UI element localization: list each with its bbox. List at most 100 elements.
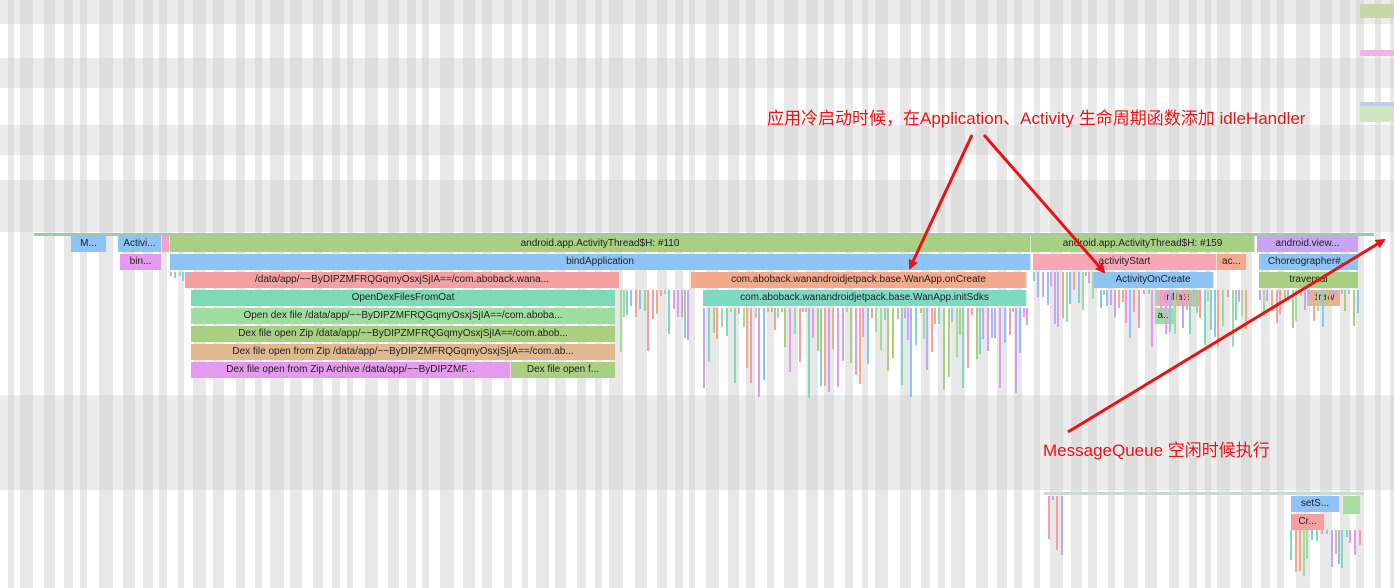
small-slice[interactable] [1106,290,1108,306]
small-slice[interactable] [1357,290,1359,313]
small-slice[interactable] [1054,272,1056,324]
small-slice[interactable] [703,308,705,388]
small-slice[interactable] [1313,290,1315,321]
small-slice[interactable] [846,308,848,312]
small-slice[interactable] [1308,290,1310,299]
small-slice[interactable] [959,308,961,335]
small-slice[interactable] [1156,290,1158,306]
small-slice[interactable] [681,290,683,317]
small-slice[interactable] [1138,290,1140,328]
small-slice[interactable] [743,308,745,327]
small-slice[interactable] [758,308,760,397]
small-slice[interactable] [859,308,861,384]
small-slice[interactable] [170,272,172,276]
small-slice[interactable] [656,290,658,314]
small-slice[interactable] [1329,290,1331,302]
small-slice[interactable] [623,290,625,317]
slice-activity[interactable]: Activi... [118,236,162,252]
small-slice[interactable] [962,308,964,388]
small-slice[interactable] [1062,272,1064,318]
small-slice[interactable] [1341,530,1343,568]
small-slice[interactable] [884,308,886,320]
small-slice[interactable] [1359,530,1361,545]
small-slice[interactable] [1344,290,1346,311]
small-slice[interactable] [948,308,950,377]
slice-m[interactable]: M... [71,236,107,252]
small-slice[interactable] [1133,290,1135,312]
small-slice[interactable] [1348,290,1350,294]
small-slice[interactable] [1341,290,1343,294]
small-slice[interactable] [1048,496,1050,539]
small-slice[interactable] [1193,290,1195,307]
small-slice[interactable] [837,308,839,387]
small-slice[interactable] [1151,290,1153,347]
small-slice[interactable] [1311,530,1313,540]
small-slice[interactable] [774,308,776,330]
small-slice[interactable] [1069,272,1071,304]
slice-activitythread-159[interactable]: android.app.ActivityThread$H: #159 [1031,236,1255,252]
small-slice[interactable] [824,308,826,386]
small-slice[interactable] [1042,272,1044,297]
small-slice[interactable] [1271,290,1273,311]
small-slice[interactable] [1232,290,1234,347]
small-slice[interactable] [1354,530,1356,555]
small-slice[interactable] [767,308,769,312]
small-slice[interactable] [931,308,933,352]
small-slice[interactable] [750,308,752,383]
small-slice[interactable] [808,308,810,398]
small-slice[interactable] [1353,290,1355,326]
small-slice[interactable] [1026,308,1028,325]
small-slice[interactable] [1019,308,1021,353]
small-slice[interactable] [1009,308,1011,335]
small-slice[interactable] [708,308,710,362]
small-slice[interactable] [1165,290,1167,334]
small-slice[interactable] [777,308,779,318]
small-slice[interactable] [794,308,796,334]
small-slice[interactable] [1304,290,1306,310]
small-slice[interactable] [716,308,718,339]
small-slice[interactable] [182,272,184,281]
small-slice[interactable] [187,272,189,276]
small-slice[interactable] [746,308,748,368]
small-slice[interactable] [1177,290,1179,305]
small-slice[interactable] [979,308,981,354]
slice-android-view[interactable]: android.view... [1257,236,1359,252]
small-slice[interactable] [1148,290,1150,294]
small-slice[interactable] [1047,272,1049,305]
small-slice[interactable] [1196,290,1198,313]
small-slice[interactable] [1276,290,1278,323]
small-slice[interactable] [713,308,715,333]
small-slice[interactable] [1207,290,1209,301]
small-slice[interactable] [763,308,765,380]
small-slice[interactable] [1052,496,1054,500]
small-slice[interactable] [1204,290,1206,345]
small-slice[interactable] [647,290,649,351]
small-slice[interactable] [1085,272,1087,276]
small-slice[interactable] [999,308,1001,388]
small-slice[interactable] [1114,290,1116,317]
small-slice[interactable] [850,308,852,363]
small-slice[interactable] [1338,530,1340,564]
slice-small[interactable] [162,236,170,252]
slice-activityoncreate[interactable]: ActivityOnCreate [1093,272,1214,288]
small-slice[interactable] [1292,290,1294,328]
small-slice[interactable] [805,308,807,312]
small-slice[interactable] [1169,290,1171,332]
small-slice[interactable] [1214,290,1216,337]
slice-wanapp-oncreate[interactable]: com.aboback.wanandroidjetpack.base.WanAp… [691,272,1027,288]
small-slice[interactable] [734,308,736,383]
small-slice[interactable] [1073,272,1075,290]
small-slice[interactable] [1266,290,1268,301]
small-slice[interactable] [1110,290,1112,305]
small-slice[interactable] [943,308,945,390]
small-slice[interactable] [842,308,844,361]
small-slice[interactable] [660,290,662,296]
small-slice[interactable] [887,308,889,371]
small-slice[interactable] [1279,290,1281,314]
small-slice[interactable] [1306,530,1308,559]
small-slice[interactable] [875,308,877,332]
small-slice[interactable] [976,308,978,359]
small-slice[interactable] [639,290,641,309]
small-slice[interactable] [630,290,632,306]
small-slice[interactable] [897,308,899,319]
